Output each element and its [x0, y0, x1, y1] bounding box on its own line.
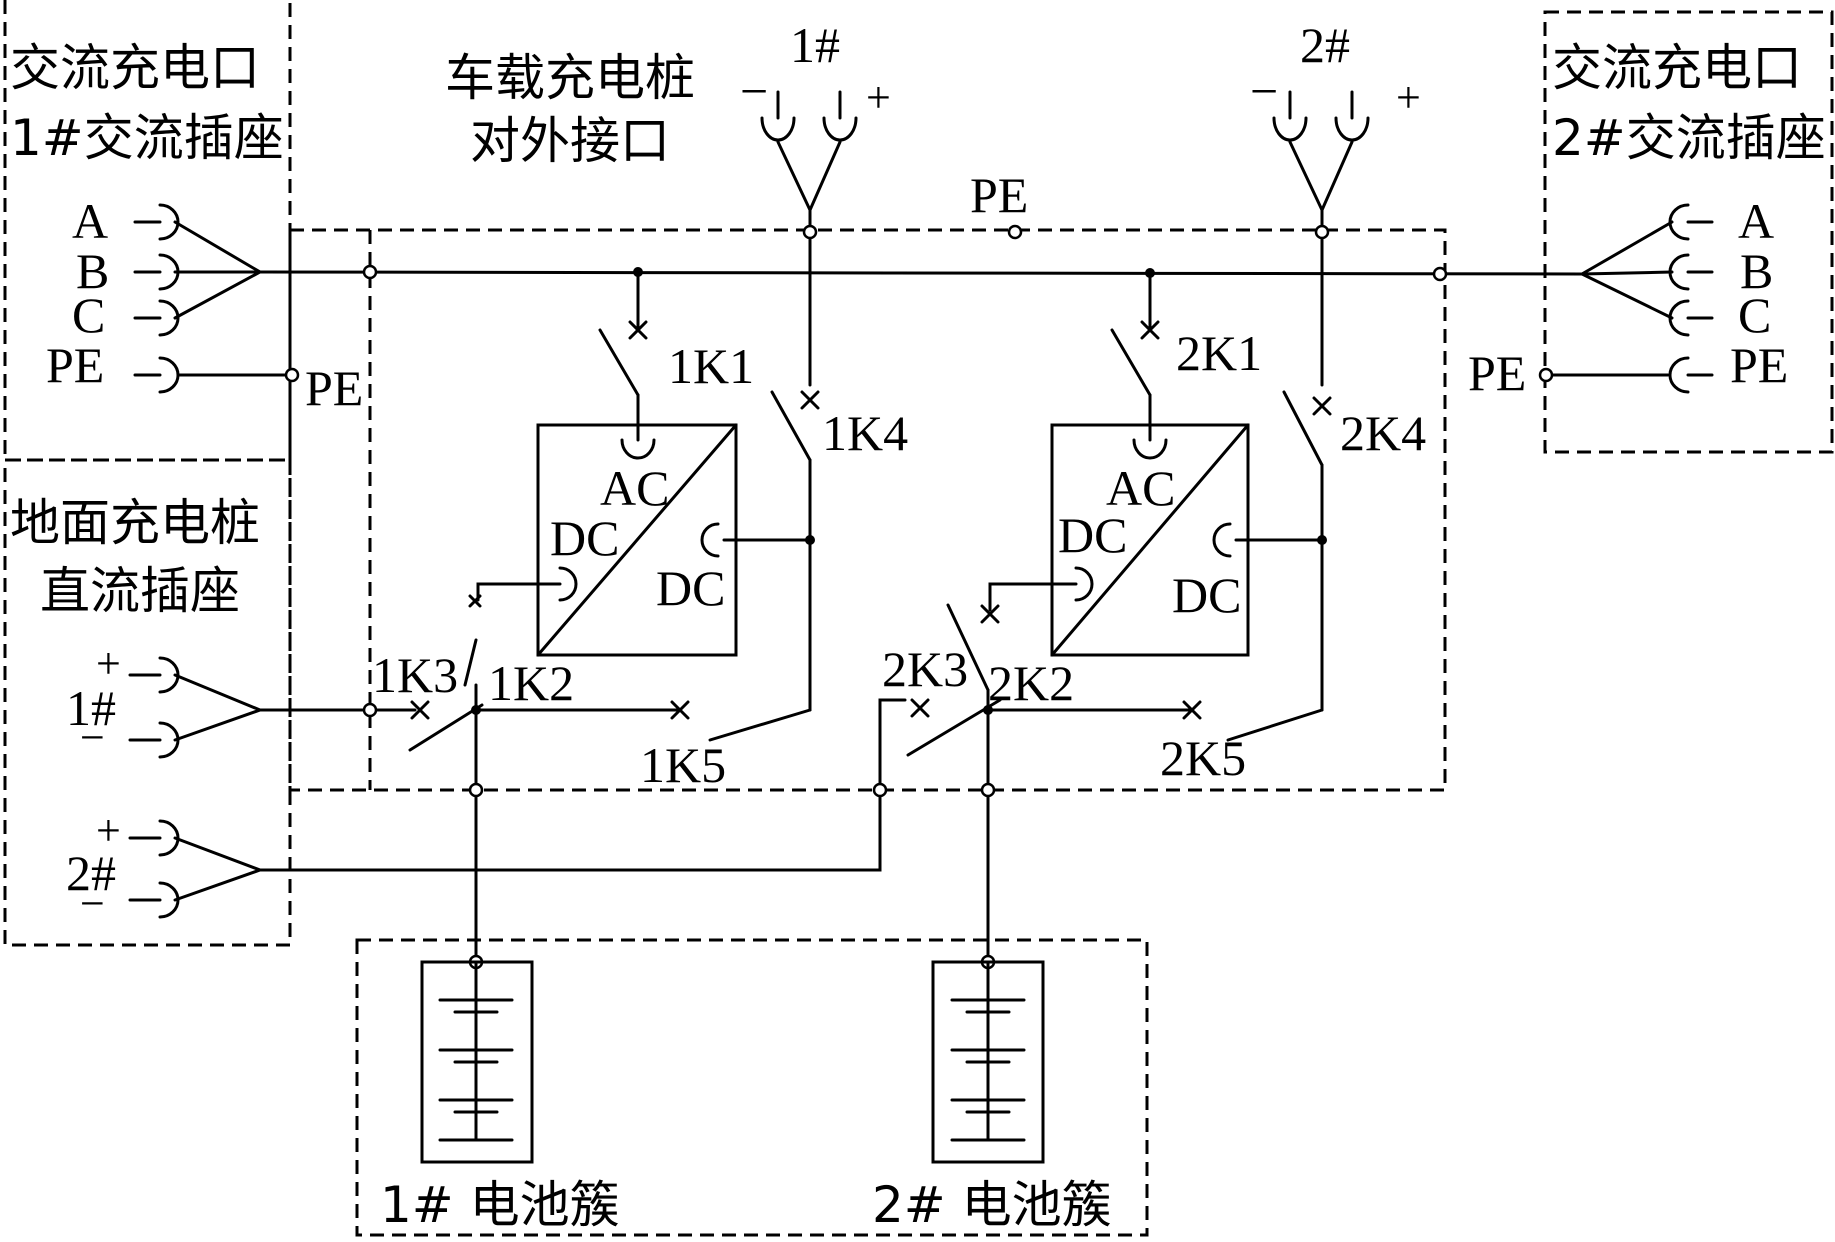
label-1k1: 1K1 [668, 338, 754, 394]
converter-2-dc-right-terminal [1212, 522, 1232, 558]
label-2k4: 2K4 [1340, 405, 1426, 461]
switch-contacts [410, 320, 1332, 720]
switch-1k3-blade [408, 703, 484, 752]
onboard-port-1-label: 1# [790, 17, 840, 73]
battery-1-label: 1# 电池簇 [380, 1176, 620, 1234]
ac-port-2-pin-b: B [1740, 243, 1773, 299]
dc-socket-1-plus: + [96, 639, 121, 688]
switch-labels: 1K1 2K1 1K4 2K4 1K3 1K2 1K5 2K3 2K2 2K5 [372, 325, 1426, 793]
ac-port-2-contacts [1550, 203, 1714, 394]
converter-2: AC DC DC [1050, 423, 1250, 657]
ac-port-2-pe-label: PE [1468, 345, 1526, 401]
ac-port-1-pe-label: PE [305, 360, 363, 416]
ac-port-2-pe-node [1538, 367, 1554, 383]
label-1k3: 1K3 [372, 647, 458, 703]
ac-port-2-pin-a: A [1738, 193, 1774, 249]
switch-1k4-blade [770, 390, 812, 462]
dc-socket-2-plus: + [96, 806, 121, 855]
pe-top-label: PE [970, 167, 1028, 223]
onboard-port-2-contacts [1272, 90, 1370, 214]
ac-port-1: 交流充电口 1#交流插座 A B C PE PE [10, 39, 363, 416]
label-1k5: 1K5 [640, 737, 726, 793]
ac-port-2-pin-c: C [1738, 287, 1771, 343]
onboard-port-2-plus: + [1396, 73, 1421, 122]
battery-2-label: 2# 电池簇 [872, 1176, 1112, 1234]
converter-1-ac: AC [600, 460, 669, 516]
battery-2: 2# 电池簇 [872, 960, 1112, 1234]
pe-top-node [1007, 224, 1023, 240]
converter-2-dc-right: DC [1172, 567, 1241, 623]
dc-socket-title-1: 地面充电桩 [10, 494, 260, 552]
switch-2k2-blade [946, 603, 990, 692]
switch-1k1-blade [598, 328, 640, 397]
label-2k2: 2K2 [988, 655, 1074, 711]
dc-socket-2-minus: − [80, 879, 105, 928]
onboard-title-1: 车载充电桩 [445, 49, 695, 107]
ac-port-2-pin-pe: PE [1730, 337, 1788, 393]
converter-2-ac-terminal [1132, 438, 1168, 460]
ac-port-1-pin-pe: PE [46, 337, 104, 393]
converter-1: AC DC DC [536, 423, 738, 657]
converter-2-dc-left-terminal [1074, 566, 1094, 602]
onboard-port-1-plus: + [866, 73, 891, 122]
dc-socket: 地面充电桩 直流插座 + 1# − + 2# − [10, 494, 265, 928]
ac-port-1-contacts [133, 203, 290, 394]
converter-1-dc-left-terminal [558, 566, 578, 602]
converter-2-ac: AC [1106, 460, 1175, 516]
switch-1k2-blade [463, 638, 478, 687]
dc-socket-1-minus: − [80, 713, 105, 762]
ac-bus [258, 270, 1584, 276]
onboard-interface-box [288, 228, 1447, 792]
ac-port-1-pin-b: B [76, 243, 109, 299]
dc-socket-title-2: 直流插座 [40, 562, 240, 620]
onboard-port-1-minus: − [740, 63, 768, 119]
label-1k4: 1K4 [822, 405, 908, 461]
switch-2k1-blade [1110, 328, 1152, 397]
converter-1-dc-right: DC [656, 560, 725, 616]
converter-2-dc-left: DC [1058, 507, 1127, 563]
ac-port-2-title-1: 交流充电口 [1552, 39, 1802, 97]
ac-port-1-pin-c: C [72, 287, 105, 343]
junctions [362, 224, 1448, 970]
converter-1-ac-terminal [620, 438, 656, 460]
label-2k3: 2K3 [882, 641, 968, 697]
onboard-port-2-minus: − [1250, 63, 1278, 119]
battery-1: 1# 电池簇 [380, 960, 620, 1234]
onboard-port-2-label: 2# [1300, 17, 1350, 73]
converter-1-dc-left: DC [550, 510, 619, 566]
battery-box [355, 938, 1149, 1237]
label-1k2: 1K2 [488, 655, 574, 711]
ac-port-1-pe-node [284, 367, 300, 383]
dc-socket-1-label: 1# [66, 680, 116, 736]
converter-1-dc-right-terminal [700, 522, 720, 558]
dc-socket-2-label: 2# [66, 845, 116, 901]
dashed-boxes [3, 0, 1834, 1237]
ac-port-2-title-2: 2#交流插座 [1552, 109, 1826, 167]
label-2k1: 2K1 [1176, 325, 1262, 381]
wiring [258, 208, 1584, 962]
onboard-port-1-contacts [760, 90, 858, 214]
ac-port-1-title-1: 交流充电口 [10, 39, 260, 97]
switch-2k4-blade [1282, 390, 1324, 467]
label-2k5: 2K5 [1160, 730, 1246, 786]
dc-socket-2-contacts [128, 819, 265, 919]
ac-port-1-pin-a: A [72, 193, 108, 249]
dc-socket-box [3, 458, 292, 947]
ac-port-1-title-2: 1#交流插座 [10, 109, 284, 167]
dc-socket-1-contacts [128, 656, 265, 759]
onboard-interface: 车载充电桩 对外接口 1# − + 2# − + [445, 17, 1421, 214]
onboard-title-2: 对外接口 [470, 112, 670, 170]
ac-port-2: 交流充电口 2#交流插座 A B C PE PE [1468, 39, 1826, 401]
ac-port-2-box [1543, 10, 1834, 454]
